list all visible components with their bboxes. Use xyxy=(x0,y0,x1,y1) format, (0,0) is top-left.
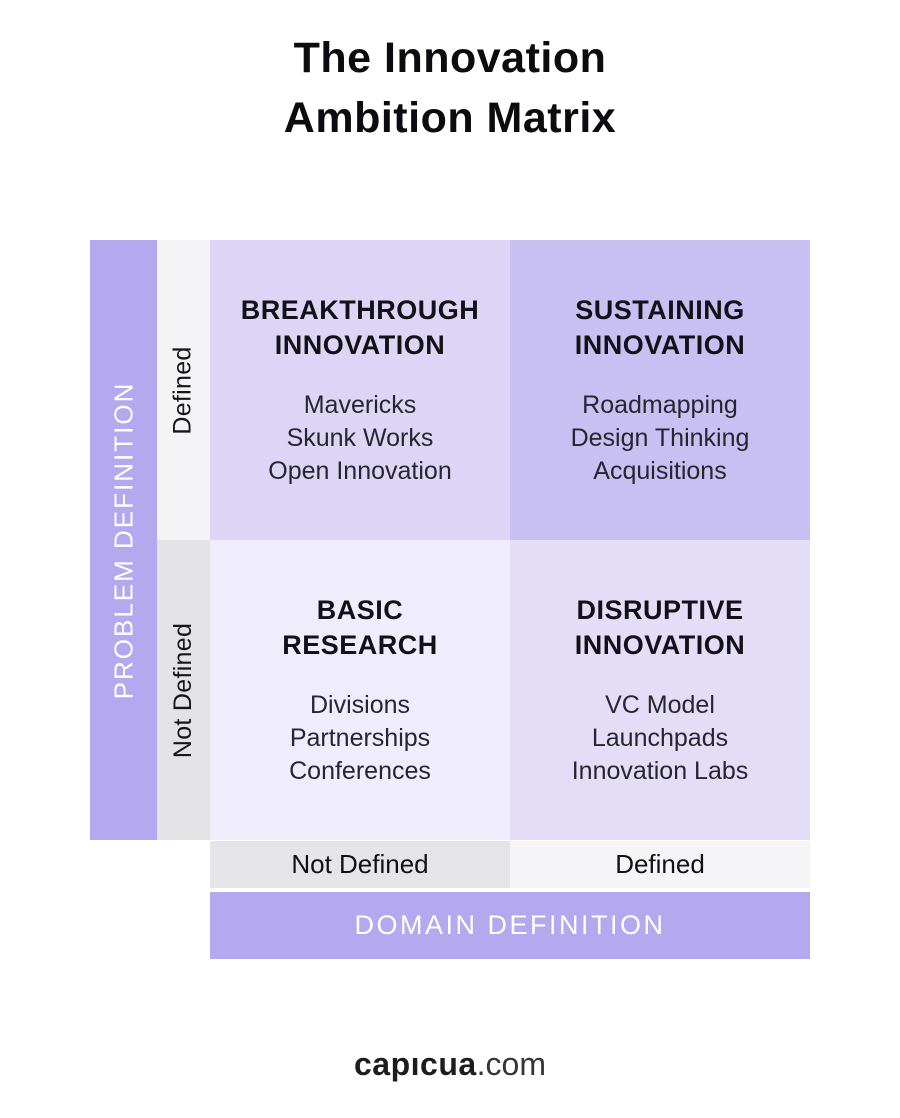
problem-definition-axis-bar: PROBLEM DEFINITION xyxy=(90,240,157,840)
quadrant-title: BASIC RESEARCH xyxy=(282,594,438,660)
brand-logo: capıcua.com xyxy=(0,1042,900,1086)
quadrant-item: Partnerships xyxy=(289,723,431,752)
quadrant-sustaining-innovation: SUSTAINING INNOVATION Roadmapping Design… xyxy=(510,240,810,540)
quadrant-grid: BREAKTHROUGH INNOVATION Mavericks Skunk … xyxy=(210,240,810,840)
quadrant-items: Divisions Partnerships Conferences xyxy=(289,689,431,788)
brand-name: capıcua xyxy=(353,1046,477,1082)
quadrant-item: Mavericks xyxy=(303,390,417,419)
quadrant-basic-research: BASIC RESEARCH Divisions Partnerships Co… xyxy=(210,540,510,840)
quadrant-breakthrough-innovation: BREAKTHROUGH INNOVATION Mavericks Skunk … xyxy=(210,240,510,540)
column-label-defined: Defined xyxy=(510,841,810,888)
quadrant-item: VC Model xyxy=(605,690,715,719)
quadrant-items: Roadmapping Design Thinking Acquisitions xyxy=(571,389,750,488)
row-label-not-defined-text: Not Defined xyxy=(169,622,198,758)
quadrant-item: Design Thinking xyxy=(570,423,750,452)
brand-domain-suffix: .com xyxy=(476,1046,546,1082)
quadrant-item: Roadmapping xyxy=(582,390,738,419)
column-label-not-defined: Not Defined xyxy=(210,841,510,888)
domain-definition-axis-bar: DOMAIN DEFINITION xyxy=(210,892,810,959)
quadrant-item: Innovation Labs xyxy=(571,756,749,785)
quadrant-items: VC Model Launchpads Innovation Labs xyxy=(572,689,749,788)
page-title: The Innovation Ambition Matrix xyxy=(283,34,617,142)
quadrant-item: Launchpads xyxy=(591,723,729,752)
matrix: PROBLEM DEFINITION Defined Not Defined B… xyxy=(90,240,810,840)
row-label-defined-text: Defined xyxy=(169,345,197,435)
domain-definition-axis-label: DOMAIN DEFINITION xyxy=(354,910,666,940)
quadrant-disruptive-innovation: DISRUPTIVE INNOVATION VC Model Launchpad… xyxy=(510,540,810,840)
quadrant-title: DISRUPTIVE INNOVATION xyxy=(574,594,746,660)
quadrant-item: Divisions xyxy=(309,690,411,719)
problem-definition-axis-label: PROBLEM DEFINITION xyxy=(108,381,139,699)
quadrant-item: Acquisitions xyxy=(593,456,727,485)
quadrant-title: BREAKTHROUGH INNOVATION xyxy=(240,294,480,360)
row-label-defined: Defined xyxy=(157,240,210,540)
quadrant-items: Mavericks Skunk Works Open Innovation xyxy=(268,389,451,488)
column-labels: Not Defined Defined xyxy=(210,841,810,888)
quadrant-item: Skunk Works xyxy=(286,423,434,452)
quadrant-item: Open Innovation xyxy=(268,456,452,485)
quadrant-title: SUSTAINING INNOVATION xyxy=(574,294,746,360)
quadrant-item: Conferences xyxy=(289,756,431,785)
row-label-not-defined: Not Defined xyxy=(157,540,210,840)
